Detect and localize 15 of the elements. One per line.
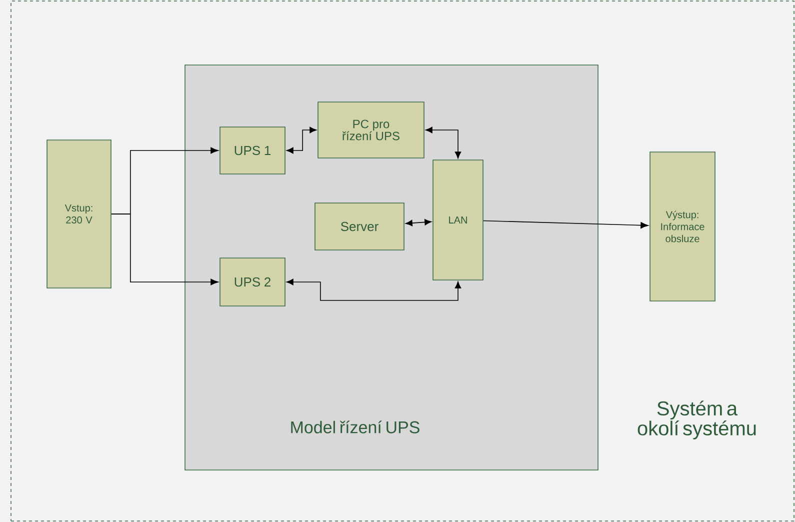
process-box: Vstup: 230 V bbox=[46, 140, 112, 288]
arrow bbox=[286, 278, 462, 301]
process-box: LAN bbox=[432, 160, 484, 280]
process-box: UPS 1 bbox=[220, 126, 286, 174]
box-title: Model řízení UPS bbox=[291, 420, 420, 434]
box-title: Systém a okolí systému bbox=[638, 400, 756, 440]
arrow bbox=[425, 126, 462, 159]
arrow bbox=[286, 126, 317, 154]
process-box: Výstup: Informace obsluze bbox=[650, 152, 716, 302]
arrow bbox=[111, 214, 218, 286]
process-box: UPS 2 bbox=[220, 258, 286, 306]
arrow bbox=[483, 220, 648, 228]
arrow bbox=[405, 219, 432, 226]
process-box: Server bbox=[314, 202, 404, 250]
process-box: PC pro řízení UPS bbox=[318, 102, 424, 158]
